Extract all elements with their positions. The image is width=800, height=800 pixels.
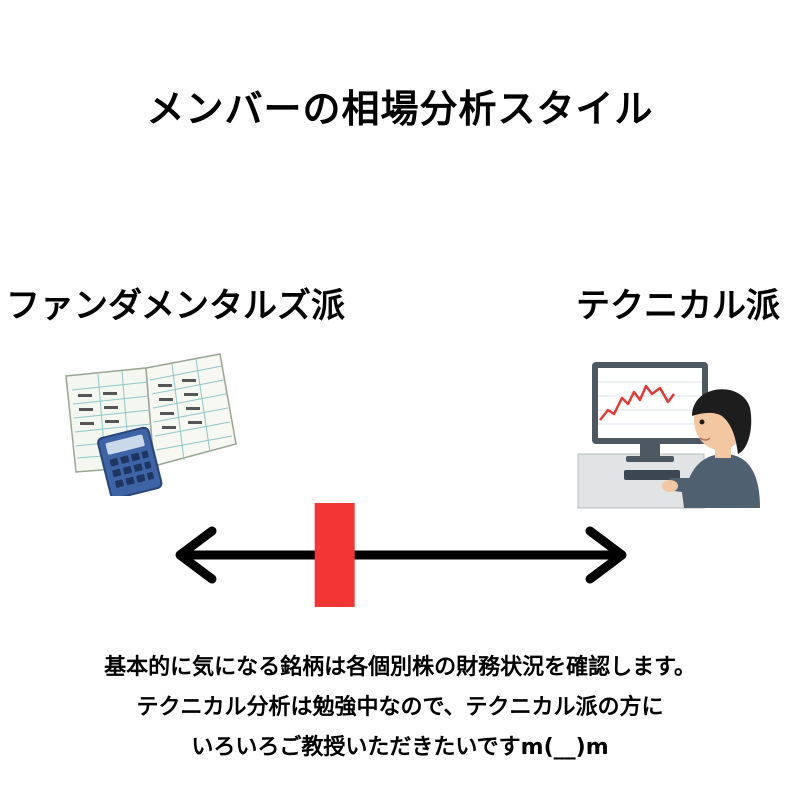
description-line-3: いろいろご教授いただきたいですm(__)m (191, 735, 609, 760)
description: 基本的に気になる銘柄は各個別株の財務状況を確認します。 テクニカル分析は勉強中な… (0, 648, 800, 768)
page-title: メンバーの相場分析スタイル (146, 87, 654, 131)
technical-label: テクニカル派 (576, 286, 780, 326)
keyboard (624, 470, 680, 480)
person (662, 389, 760, 508)
fundamental-label: ファンダメンタルズ派 (6, 286, 345, 326)
description-line-1: 基本的に気になる銘柄は各個別株の財務状況を確認します。 (104, 655, 696, 680)
monitor (592, 362, 708, 462)
position-marker (314, 503, 355, 607)
spectrum-arrow (175, 503, 627, 607)
description-line-2: テクニカル分析は勉強中なので、テクニカル派の方に (136, 695, 664, 720)
person-at-stock-chart-computer-icon (577, 362, 760, 509)
open-notebook (65, 353, 237, 473)
calculator (97, 426, 163, 496)
notebook-and-calculator-icon (65, 353, 237, 496)
double-headed-arrow (175, 526, 627, 584)
